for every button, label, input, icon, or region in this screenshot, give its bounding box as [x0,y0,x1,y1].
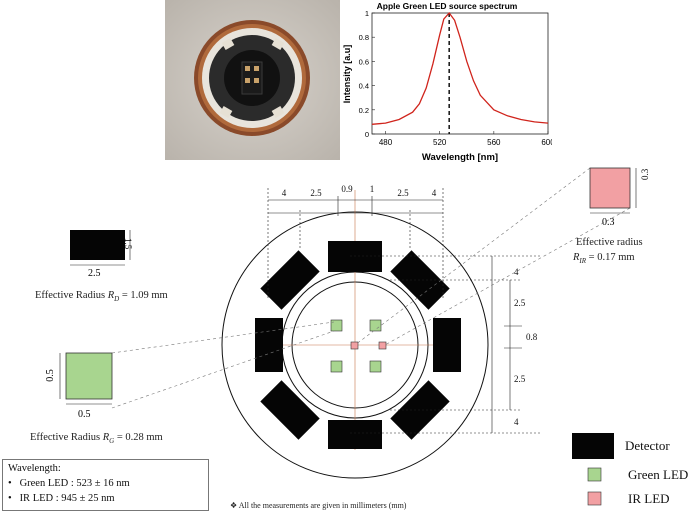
wavelength-box: Wavelength: • Green LED : 523 ± 16 nm • … [2,459,209,511]
green-led [330,319,343,332]
green-led [369,360,382,373]
detector-top [328,241,382,272]
green-led-reference-rect [65,352,113,400]
green-caption-sub: G [109,437,115,446]
y-tick-label: 1 [365,9,369,18]
ir-caption-line1: Effective radius [576,237,643,248]
ir-caption-value: = 0.17 mm [586,252,635,263]
wavelength-ir: • IR LED : 945 ± 25 nm [8,493,115,504]
sensor-photo [165,0,340,160]
sensor-photo-illustration [165,0,340,160]
ir-caption-symbol: R [573,252,580,263]
x-tick-label: 600 [541,138,552,147]
y-tick-label: 0.6 [359,57,369,66]
ir-ref-width-label: 0.3 [602,217,615,228]
legend-ir-swatch [587,491,602,506]
dim-right-4-bottom: 4 [514,417,519,427]
detector-caption-value: = 1.09 mm [119,290,168,301]
legend-ir-label: IR LED [628,491,670,506]
ir-caption-sub: IR [579,257,587,266]
wavelength-green: • Green LED : 523 ± 16 nm [8,478,130,489]
detector-caption-sub: D [114,295,120,304]
legend-green-swatch [587,467,602,482]
dim-right-0.8: 0.8 [526,332,538,342]
dim-top-0.9: 0.9 [341,184,353,194]
x-tick-group: 480 520 560 600 [379,131,555,147]
green-led [369,319,382,332]
ir-led-group [350,341,387,350]
wavelength-title: Wavelength: [8,463,61,474]
dim-top-4-left: 4 [282,188,287,198]
y-tick-label: 0.8 [359,33,369,42]
green-ref-width-label: 0.5 [78,409,91,420]
plot-frame [371,12,549,135]
green-caption-symbol: R [102,432,110,443]
measurement-footnote: ❖ All the measurements are given in mill… [230,501,407,510]
detector-left [255,318,283,372]
detector-top-left [260,250,320,310]
green-caption-prefix: Effective Radius [30,432,103,443]
detector-right [433,318,461,372]
ir-led [350,341,359,350]
detector-effective-radius: Effective Radius RD = 1.09 mm [35,290,168,303]
dim-top-2.5-left: 2.5 [310,188,322,198]
green-led [330,360,343,373]
detector-reference-rect [70,230,125,260]
ir-ref-height-label: 0.3 [640,168,650,180]
detector-ref-height-label: 1.5 [123,238,133,250]
legend-detector-label: Detector [625,438,670,453]
ir-led-reference-rect [589,167,631,209]
y-tick-label: 0.2 [359,106,369,115]
detector-caption-symbol: R [107,290,115,301]
y-tick-group: 0 0.2 0.4 0.6 0.8 1 [359,9,375,139]
green-caption-value: = 0.28 mm [114,432,163,443]
x-tick-label: 480 [379,138,393,147]
y-tick-label: 0 [365,130,369,139]
legend-green-label: Green LED [628,467,689,482]
green-effective-radius: Effective Radius RG = 0.28 mm [30,432,163,445]
x-axis-label: Wavelength [nm] [422,152,498,163]
green-led-group [330,319,382,373]
leader-lines [111,167,631,409]
detector-ref-width-label: 2.5 [88,268,101,279]
ir-effective-radius: RIR = 0.17 mm [573,252,635,265]
detector-group [255,241,461,449]
legend-detector-swatch [572,433,614,459]
dim-right-2.5-bottom: 2.5 [514,374,526,384]
wavelength-green-text: Green LED : 523 ± 16 nm [19,478,130,489]
green-ref-height-label: 0.5 [44,369,56,382]
spectrum-plot: Apple Green LED source spectrum 00.20.40… [342,1,555,163]
dim-right-2.5-top: 2.5 [514,298,526,308]
dim-top-2.5-right: 2.5 [397,188,409,198]
dim-top-4-right: 4 [432,188,437,198]
spectrum-series-line [371,11,549,125]
detector-caption-prefix: Effective Radius [35,290,108,301]
y-tick-label: 0.4 [359,82,369,91]
x-tick-label: 560 [487,138,501,147]
ir-led [378,341,387,350]
x-tick-label: 520 [433,138,447,147]
top-dimensions [267,188,444,300]
detector-bottom [328,420,382,449]
wavelength-ir-text: IR LED : 945 ± 25 nm [19,493,115,504]
dim-top-1: 1 [370,184,375,194]
spectrum-title: Apple Green LED source spectrum [377,1,518,11]
y-axis-label: Intensity [a.u] [342,45,352,104]
dim-right-4-top: 4 [514,267,519,277]
detector-bottom-left [260,380,320,440]
